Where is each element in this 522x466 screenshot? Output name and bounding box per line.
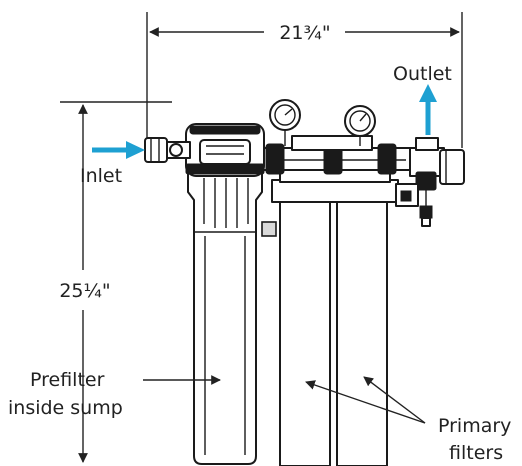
height-dimension: 25¼" (59, 101, 172, 463)
sump-ribs (203, 178, 249, 228)
outlet-arrow-head (419, 84, 437, 102)
manifold-fitting-right (377, 143, 397, 175)
primary-leader-right (363, 376, 426, 424)
inlet-arrow-head (126, 141, 145, 159)
drain-valve-tip (421, 217, 431, 227)
bracket-left-tab (261, 221, 277, 237)
width-dimension: 21¾" (146, 12, 463, 148)
primary-label-line2: filters (449, 442, 503, 464)
manifold-bracket (271, 179, 399, 203)
manifold-top-block (291, 135, 373, 151)
prefilter-cap-band (185, 163, 265, 175)
primary-filter-right (336, 199, 388, 466)
inlet-fitting (144, 137, 191, 163)
prefilter-cap-window (199, 139, 251, 165)
gauge-inner-left (274, 104, 296, 126)
pressure-gauge-left (269, 99, 301, 146)
prefilter-label-line1: Prefilter (30, 369, 105, 391)
mounting-hardware (261, 221, 277, 237)
gauge-inner-right (349, 110, 371, 132)
prefilter-callout: Prefilter inside sump (8, 369, 221, 419)
outlet-fitting (439, 149, 465, 185)
pressure-gauge-right (344, 105, 376, 146)
sump-housing (187, 171, 263, 465)
prefilter-head (185, 123, 265, 177)
drain-valve (419, 205, 433, 219)
prefilter-label-line2: inside sump (8, 397, 123, 419)
inlet-label: Inlet (80, 165, 122, 187)
gauge-needle-right (359, 113, 367, 122)
primary-filter-cartridges (279, 199, 388, 466)
prefilter-cap-top (189, 125, 261, 135)
prefilter-cap-detail (206, 145, 244, 155)
primary-filters-callout: Primary filters (305, 376, 511, 464)
manifold-fitting-left (265, 143, 285, 175)
outlet-top-coupling (415, 137, 439, 151)
width-dimension-label: 21¾" (279, 22, 330, 44)
primary-label-line1: Primary (438, 415, 511, 437)
inlet-valve (169, 143, 183, 157)
height-dimension-label: 25¼" (59, 280, 110, 302)
outlet-assembly (395, 137, 465, 227)
outlet-pipe (409, 147, 445, 177)
primary-leader-left (305, 380, 426, 424)
inlet-flow-arrow (92, 141, 145, 159)
prefilter-sump (187, 171, 263, 465)
sump-wall-detail (204, 236, 246, 455)
outlet-flow-arrow (419, 84, 437, 135)
outlet-label: Outlet (393, 63, 452, 85)
primary-filter-left (279, 199, 331, 466)
gauge-needle-left (284, 108, 293, 116)
outlet-side-knob (400, 190, 412, 202)
inlet-nut (144, 137, 168, 163)
